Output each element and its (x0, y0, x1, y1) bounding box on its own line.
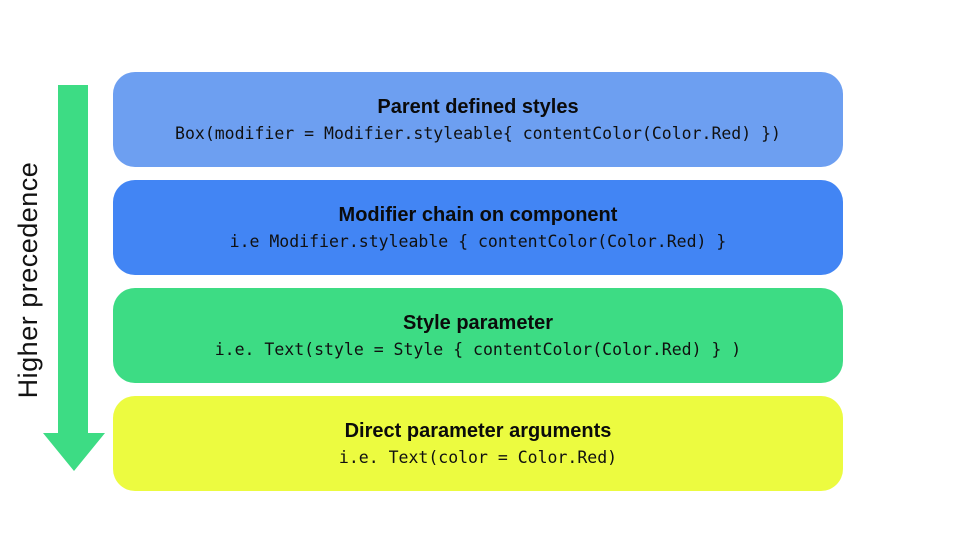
box-code-example: i.e. Text(color = Color.Red) (338, 448, 618, 467)
box-title: Direct parameter arguments (344, 420, 612, 442)
down-arrow-shape (43, 85, 105, 471)
box-code-example: i.e. Text(style = Style { contentColor(C… (214, 340, 742, 359)
precedence-box-modifier-chain: Modifier chain on component i.e Modifier… (113, 180, 843, 275)
box-title: Modifier chain on component (338, 204, 618, 226)
precedence-box-style-parameter: Style parameter i.e. Text(style = Style … (113, 288, 843, 383)
box-code-example: i.e Modifier.styleable { contentColor(Co… (229, 232, 727, 251)
precedence-box-parent-defined-styles: Parent defined styles Box(modifier = Mod… (113, 72, 843, 167)
precedence-box-direct-parameter-arguments: Direct parameter arguments i.e. Text(col… (113, 396, 843, 491)
box-title: Parent defined styles (377, 96, 579, 118)
box-code-example: Box(modifier = Modifier.styleable{ conte… (175, 124, 781, 143)
precedence-box-stack: Parent defined styles Box(modifier = Mod… (113, 72, 843, 491)
precedence-axis-label: Higher precedence (13, 161, 43, 399)
box-title: Style parameter (402, 312, 554, 334)
